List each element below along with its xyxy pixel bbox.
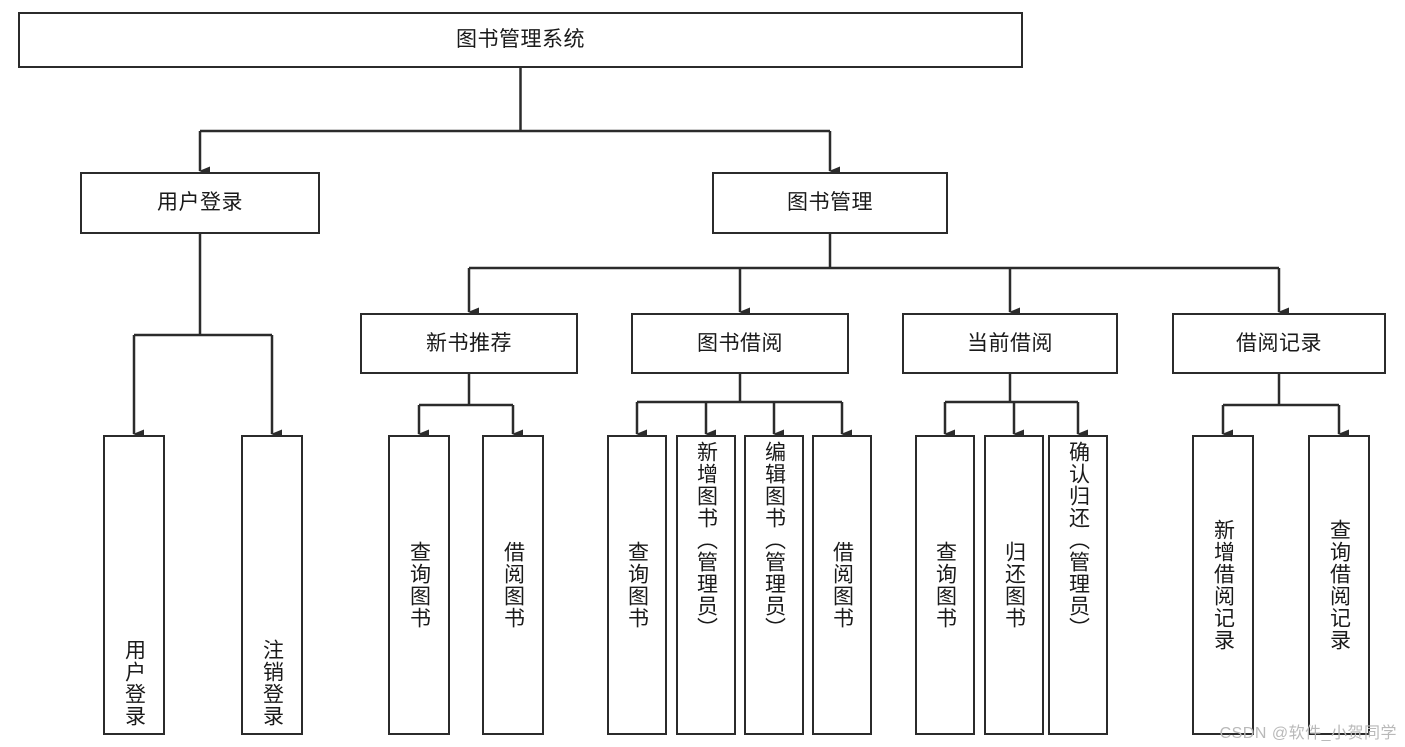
node-label-leaf-new-borrow: 借阅图书 <box>501 541 525 629</box>
node-leaf-current-query[interactable]: 查询图书 <box>915 435 975 735</box>
node-label-borrow: 图书借阅 <box>697 331 783 355</box>
node-label-leaf-borrow-query: 查询图书 <box>625 541 649 629</box>
node-label-bookmgmt: 图书管理 <box>787 191 873 215</box>
edge-group <box>132 68 1349 439</box>
node-label-leaf-borrow-edit: 编辑图书（管理员） <box>762 441 786 639</box>
node-records[interactable]: 借阅记录 <box>1172 313 1386 374</box>
node-leaf-user-logout[interactable]: 注销登录 <box>241 435 303 735</box>
node-leaf-borrow-take[interactable]: 借阅图书 <box>812 435 872 735</box>
node-current[interactable]: 当前借阅 <box>902 313 1118 374</box>
node-label-leaf-borrow-add: 新增图书（管理员） <box>694 441 718 639</box>
node-label-leaf-user-login: 用户登录 <box>122 639 146 727</box>
node-label-leaf-record-query: 查询借阅记录 <box>1327 519 1351 651</box>
node-leaf-current-return[interactable]: 归还图书 <box>984 435 1044 735</box>
node-label-leaf-borrow-take: 借阅图书 <box>830 541 854 629</box>
node-label-leaf-record-add: 新增借阅记录 <box>1211 519 1235 651</box>
node-label-leaf-new-query: 查询图书 <box>407 541 431 629</box>
node-leaf-record-query[interactable]: 查询借阅记录 <box>1308 435 1370 735</box>
node-label-newbook: 新书推荐 <box>426 331 512 355</box>
node-label-login: 用户登录 <box>157 191 243 215</box>
node-label-leaf-current-query: 查询图书 <box>933 541 957 629</box>
node-leaf-new-query[interactable]: 查询图书 <box>388 435 450 735</box>
node-leaf-new-borrow[interactable]: 借阅图书 <box>482 435 544 735</box>
node-leaf-borrow-edit[interactable]: 编辑图书（管理员） <box>744 435 804 735</box>
node-leaf-borrow-add[interactable]: 新增图书（管理员） <box>676 435 736 735</box>
node-label-current: 当前借阅 <box>967 331 1053 355</box>
node-root[interactable]: 图书管理系统 <box>18 12 1023 68</box>
node-label-leaf-user-logout: 注销登录 <box>260 639 284 727</box>
node-leaf-user-login[interactable]: 用户登录 <box>103 435 165 735</box>
node-label-leaf-current-confirm: 确认归还（管理员） <box>1066 441 1090 639</box>
node-label-root: 图书管理系统 <box>456 28 585 52</box>
node-borrow[interactable]: 图书借阅 <box>631 313 849 374</box>
node-label-leaf-current-return: 归还图书 <box>1002 541 1026 629</box>
node-newbook[interactable]: 新书推荐 <box>360 313 578 374</box>
node-leaf-record-add[interactable]: 新增借阅记录 <box>1192 435 1254 735</box>
node-leaf-current-confirm[interactable]: 确认归还（管理员） <box>1048 435 1108 735</box>
node-login[interactable]: 用户登录 <box>80 172 320 234</box>
node-bookmgmt[interactable]: 图书管理 <box>712 172 948 234</box>
node-label-records: 借阅记录 <box>1236 331 1322 355</box>
node-leaf-borrow-query[interactable]: 查询图书 <box>607 435 667 735</box>
